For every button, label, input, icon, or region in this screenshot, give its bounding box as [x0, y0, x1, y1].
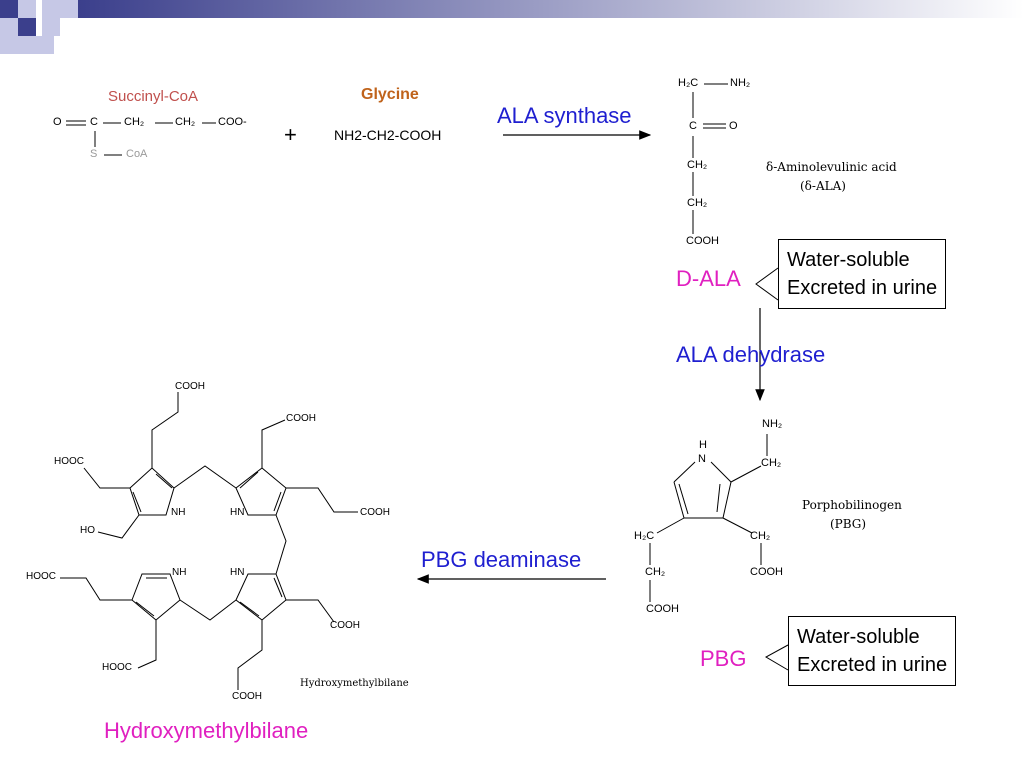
ala-oxygen: O: [729, 120, 738, 132]
ala-name-line1: δ-Aminolevulinic acid: [766, 160, 897, 174]
ala-callout-pointer: [755, 267, 779, 301]
succinyl-ch2-b: CH₂: [175, 116, 196, 128]
ala-synthase-label: ALA synthase: [497, 103, 632, 128]
hmb-hooc-1: HOOC: [54, 456, 84, 467]
hmb-hooc-2: HOOC: [26, 571, 56, 582]
hmb-hooc-3: HOOC: [102, 662, 132, 673]
pbg-ch2-b: CH₂: [750, 530, 771, 542]
hmb-cooh-4: COOH: [330, 620, 360, 631]
hmb-cooh-1: COOH: [175, 381, 205, 392]
pbg-name-line2: (PBG): [830, 517, 867, 531]
ala-ch2-a: CH₂: [687, 159, 708, 171]
pbg-cooh-a: COOH: [750, 566, 783, 578]
ala-cooh: COOH: [686, 235, 719, 247]
pbg-hydrogen: H: [699, 439, 707, 451]
succinyl-oxygen: O: [53, 116, 62, 128]
pbg-callout-line2: Excreted in urine: [797, 654, 948, 676]
hmb-hn-2: HN: [230, 567, 245, 578]
hmb-cooh-3: COOH: [360, 507, 390, 518]
succinyl-coa-label: Succinyl-CoA: [108, 88, 199, 105]
pbg-name-line1: Porphobilinogen: [802, 498, 902, 512]
succinyl-coa-group: CoA: [126, 148, 148, 160]
pbg-nh2: NH₂: [762, 418, 783, 430]
hmb-bonds: [60, 392, 358, 690]
pbg-bonds: [649, 434, 768, 602]
pbg-cooh-b: COOH: [646, 603, 679, 615]
pbg-ch2-c: CH₂: [645, 566, 666, 578]
ala-name-line2: (δ-ALA): [800, 179, 846, 193]
succinyl-bonds: [66, 120, 216, 156]
header-gradient-bar: [78, 0, 1024, 18]
ala-callout-box: Water-soluble Excreted in urine: [778, 239, 947, 309]
hmb-nh-1: NH: [171, 507, 186, 518]
pbg-callout-pointer: [764, 644, 789, 671]
d-ala-label: D-ALA: [676, 266, 741, 291]
succinyl-carbon: C: [90, 116, 98, 128]
pbg-label: PBG: [700, 646, 747, 671]
pbg-h2c: H₂C: [634, 530, 655, 542]
ala-h2c: H₂C: [678, 77, 699, 89]
hmb-cooh-5: COOH: [232, 691, 262, 702]
succinyl-ch2-a: CH₂: [124, 116, 145, 128]
ala-callout-line1: Water-soluble: [787, 249, 910, 271]
hmb-nh-2: NH: [172, 567, 187, 578]
pbg-deaminase-label: PBG deaminase: [421, 547, 582, 572]
ala-ch2-b: CH₂: [687, 197, 708, 209]
hmb-label: Hydroxymethylbilane: [104, 718, 309, 743]
ala-nh2: NH₂: [730, 77, 751, 89]
ala-carbon: C: [689, 120, 697, 132]
pbg-callout-box: Water-soluble Excreted in urine: [788, 616, 957, 686]
ala-bonds: [692, 83, 728, 234]
pbg-ch2: CH₂: [761, 457, 782, 469]
pbg-nitrogen: N: [698, 453, 706, 465]
ala-callout-line2: Excreted in urine: [787, 277, 938, 299]
ala-dehydrase-label: ALA dehydrase: [676, 342, 826, 367]
hmb-ho: HO: [80, 525, 95, 536]
hmb-hn-1: HN: [230, 507, 245, 518]
pbg-callout-line1: Water-soluble: [797, 626, 920, 648]
hmb-name-small: Hydroxymethylbilane: [300, 678, 409, 689]
glycine-formula: NH2-CH2-COOH: [334, 127, 442, 143]
succinyl-coo: COO-: [218, 116, 247, 128]
glycine-label: Glycine: [361, 86, 419, 103]
plus-sign: +: [284, 122, 297, 147]
hmb-cooh-2: COOH: [286, 413, 316, 424]
succinyl-sulfur: S: [90, 148, 98, 160]
